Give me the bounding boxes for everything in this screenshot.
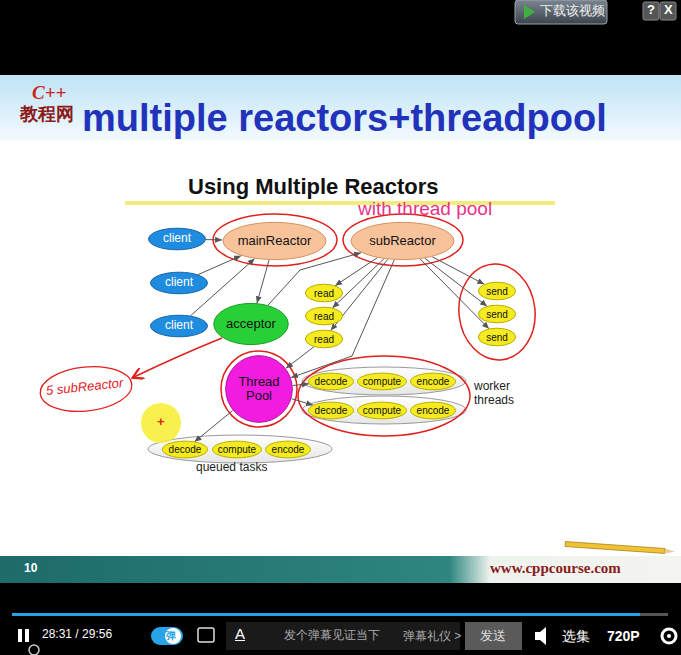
text-label: 发个弹幕见证当下 [284,629,380,643]
node-text-group: read [314,288,334,299]
node-label: compute [363,376,401,387]
ellipse-node: encode [410,402,456,419]
node-label: decode [315,405,348,416]
node-text-group: compute [363,376,401,387]
ellipse-node: read [305,284,343,302]
ellipse-node: read [305,307,343,325]
node-text-group: subReactor [369,234,435,248]
text-label: 弹幕礼仪 > [403,630,461,644]
node-text-group: read [314,334,334,345]
node-text-group: encode [417,376,450,387]
node-text-group: mainReactor [238,234,312,248]
ellipse-node: decode [308,402,354,419]
node-label: acceptor [226,317,276,331]
node-text-group: read [314,311,334,322]
text-label: + [157,415,165,430]
node-label: read [314,288,334,299]
node-text-group: send [486,332,508,343]
text-label: 下载该视频 [540,4,605,19]
node-label: send [486,309,508,320]
text-label: A [235,625,245,642]
text-label: with thread pool [358,198,492,220]
connector-arrow [425,258,487,306]
text-label: worker threads [474,380,532,408]
node-label: encode [417,376,450,387]
node-text-group: compute [218,444,256,455]
ellipse-node: acceptor [213,303,289,345]
ellipse-node: compute [212,441,262,458]
node-label: Thread Pool [234,375,284,404]
ellipse-node: send [478,282,516,300]
text-label: www.cppcourse.com [490,560,621,577]
node-label: client [165,276,193,289]
connector-arrow [268,253,361,306]
ellipse-node: decode [162,441,208,458]
node-label: mainReactor [238,234,312,248]
connector-arrow [293,384,309,386]
ellipse-node: client [150,272,208,294]
text-label: 发送 [480,629,506,644]
text-label: 弹 [166,630,176,642]
node-text-group: decode [315,405,348,416]
connector-arrow [292,399,314,406]
text-label: X [664,3,673,18]
connector-arrow [195,411,233,442]
text-label: Using Multiple Reactors [188,174,439,199]
node-label: decode [315,376,348,387]
slide-title: multiple reactors+threadpool [82,97,607,141]
node-text-group: client [163,232,191,245]
node-text-group: client [165,276,193,289]
node-text-group: encode [417,405,450,416]
node-label: compute [363,405,401,416]
node-label: client [165,319,193,332]
connector-arrow [286,347,314,369]
node-label: decode [169,444,202,455]
node-text-group: compute [363,405,401,416]
ellipse-node: send [478,305,516,323]
node-label: read [314,311,334,322]
node-label: encode [417,405,450,416]
connector-arrow [420,259,489,329]
node-text-group: Thread Pool [234,375,284,404]
node-label: send [486,286,508,297]
node-label: encode [272,444,305,455]
text-label: 720P [607,628,640,644]
ellipse-node: encode [410,373,456,390]
node-text-group: decode [315,376,348,387]
node-label: read [314,334,334,345]
node-label: compute [218,444,256,455]
ellipse-node: send [478,328,516,346]
ellipse-node: compute [357,373,407,390]
text-label: C++ [32,82,66,104]
node-label: subReactor [369,234,435,248]
text-label: ? [647,3,655,18]
ellipse-node: encode [265,441,311,458]
node-text-group: send [486,309,508,320]
connector-arrow [291,260,394,378]
node-text-group: send [486,286,508,297]
node-label: client [163,232,191,245]
node-text-group: encode [272,444,305,455]
connector-arrow [257,260,269,303]
ellipse-node: read [305,330,343,348]
connector-arrow [206,239,222,240]
text-label: 教程网 [20,104,74,125]
ellipse-node: mainReactor [222,222,327,260]
node-text-group: client [165,319,193,332]
node-label: send [486,332,508,343]
text-label: 选集 [562,628,590,644]
ellipse-node: client [150,315,208,337]
ellipse-node: decode [308,373,354,390]
ellipse-node: client [148,228,206,250]
ellipse-node: Thread Pool [225,355,293,423]
text-label: queued tasks [196,461,267,475]
node-text-group: decode [169,444,202,455]
node-text-group: acceptor [226,317,276,331]
ellipse-node: compute [357,402,407,419]
text-label: 10 [24,562,37,576]
text-label: 28:31 / 29:56 [42,628,112,642]
connector-arrow [198,256,241,275]
ellipse-node: subReactor [350,222,455,260]
